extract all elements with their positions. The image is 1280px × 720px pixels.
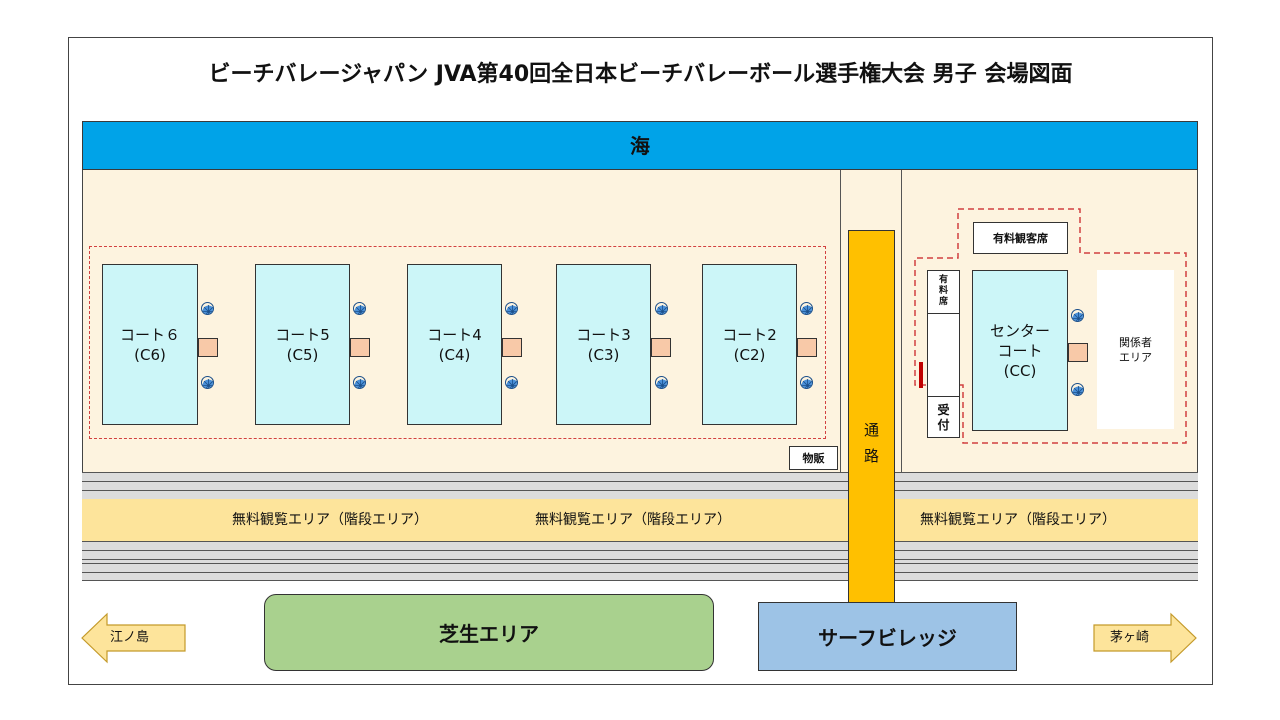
paid-seats-side-char: 席 — [938, 297, 948, 307]
court-c2-name: コート2 — [722, 325, 777, 344]
free-area-label: 無料観覧エリア（階段エリア） — [920, 512, 1116, 528]
court-c6: コート６ (C6) — [102, 264, 198, 425]
arrow-right-label: 茅ヶ崎 — [1110, 630, 1150, 645]
court-c5-code: (C5) — [286, 345, 319, 364]
court-c4-name: コート4 — [427, 325, 482, 344]
umbrella-icon — [1071, 383, 1084, 396]
stairs-lower — [82, 541, 1198, 581]
court-c3-name: コート3 — [576, 325, 631, 344]
center-court-boundary — [914, 208, 1187, 444]
merch-area: 物販 — [789, 446, 838, 470]
court-c6-name: コート６ — [119, 325, 180, 344]
corridor-line-right — [901, 170, 902, 472]
bench — [198, 338, 218, 357]
right-arrow-icon — [1093, 612, 1197, 664]
staff-area-line2: エリア — [1119, 350, 1152, 364]
corridor-line-left — [840, 170, 841, 472]
bench — [651, 338, 671, 357]
court-c5: コート5 (C5) — [255, 264, 350, 425]
paid-seats-side-char: 料 — [938, 286, 948, 296]
center-court-line2: コート — [997, 341, 1043, 360]
umbrella-icon — [201, 302, 214, 315]
paid-seats-side-column — [927, 270, 960, 438]
umbrella-icon — [505, 302, 518, 315]
free-area-label: 無料観覧エリア（階段エリア） — [535, 512, 731, 528]
court-c3-code: (C3) — [587, 345, 620, 364]
passage-char: 路 — [863, 447, 879, 465]
bench — [350, 338, 370, 357]
umbrella-icon — [505, 376, 518, 389]
reception-char: 付 — [937, 417, 950, 432]
page-title: ビーチバレージャパン JVA第40回全日本ビーチバレーボール選手権大会 男子 会… — [208, 62, 1073, 87]
bench — [1068, 343, 1088, 362]
paid-seats-side-char: 有 — [938, 275, 948, 285]
court-c2: コート2 (C2) — [702, 264, 797, 425]
court-c4-code: (C4) — [438, 345, 471, 364]
center-court: センター コート (CC) — [972, 270, 1068, 431]
reception: 受 付 — [927, 396, 960, 438]
court-c6-code: (C6) — [134, 345, 166, 364]
center-court-line1: センター — [989, 321, 1050, 340]
sea-area: 海 — [82, 121, 1198, 170]
court-c4: コート4 (C4) — [407, 264, 502, 425]
staff-area-line1: 関係者 — [1119, 335, 1152, 349]
umbrella-icon — [800, 376, 813, 389]
lawn-area: 芝生エリア — [264, 594, 714, 671]
paid-seats-top: 有料観客席 — [973, 222, 1068, 254]
court-c2-code: (C2) — [733, 345, 766, 364]
stairs-line — [82, 563, 1198, 564]
umbrella-icon — [353, 302, 366, 315]
courts-boundary — [89, 246, 826, 439]
left-arrow-icon — [81, 612, 186, 664]
paid-seats-side: 有 料 席 — [927, 270, 960, 314]
stairs-line — [82, 572, 1198, 573]
passage: 通 路 — [848, 230, 895, 604]
free-viewing-area: 無料観覧エリア（階段エリア） 無料観覧エリア（階段エリア） 無料観覧エリア（階段… — [82, 499, 1198, 541]
bench — [502, 338, 522, 357]
court-c3: コート3 (C3) — [556, 264, 651, 425]
passage-char: 通 — [863, 421, 879, 439]
umbrella-icon — [655, 376, 668, 389]
umbrella-icon — [201, 376, 214, 389]
center-court-code: (CC) — [1003, 361, 1037, 380]
court-c5-name: コート5 — [275, 325, 330, 344]
umbrella-icon — [353, 376, 366, 389]
stairs-upper — [82, 472, 1198, 500]
staff-area: 関係者 エリア — [1097, 270, 1174, 429]
reception-char: 受 — [937, 402, 950, 417]
bench — [797, 338, 817, 357]
arrow-left-label: 江ノ島 — [110, 630, 150, 645]
surf-village: サーフビレッジ — [758, 602, 1017, 671]
umbrella-icon — [800, 302, 813, 315]
umbrella-icon — [1071, 309, 1084, 322]
umbrella-icon — [655, 302, 668, 315]
entrance-marker — [919, 362, 923, 388]
free-area-label: 無料観覧エリア（階段エリア） — [232, 512, 428, 528]
